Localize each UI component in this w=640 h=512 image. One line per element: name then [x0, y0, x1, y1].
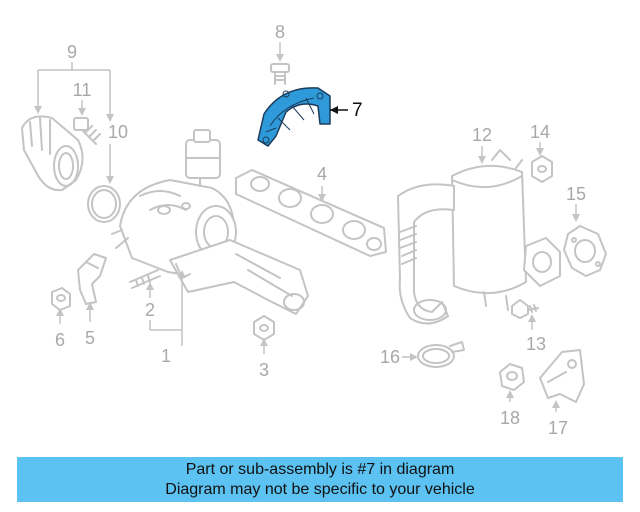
leader-9 — [34, 62, 114, 122]
intake-hose-part-9 — [21, 115, 84, 192]
callout-13: 13 — [526, 334, 546, 354]
banner-line-1: Part or sub-assembly is #7 in diagram — [185, 461, 455, 478]
callout-16: 16 — [380, 347, 400, 367]
parts-diagram: 1 2 3 4 5 6 7 8 9 10 11 12 13 14 15 16 1… — [21, 22, 607, 438]
stud-part-2 — [129, 269, 161, 330]
callout-6: 6 — [55, 330, 65, 350]
callout-3: 3 — [259, 360, 269, 380]
callout-7: 7 — [352, 100, 363, 121]
nut-part-6 — [51, 287, 71, 324]
callout-11: 11 — [73, 80, 92, 100]
callout-2: 2 — [145, 300, 155, 320]
bolt-part-11 — [73, 100, 101, 145]
callout-9: 9 — [67, 42, 77, 62]
catalytic-converter-part-12 — [397, 146, 527, 325]
nut-part-3 — [253, 315, 275, 354]
gasket-part-15 — [563, 204, 607, 277]
bolt-part-8 — [270, 42, 290, 85]
nut-part-18 — [499, 363, 525, 402]
heat-shield-part-7 — [257, 87, 348, 147]
callout-14: 14 — [530, 122, 550, 142]
exhaust-manifold-part-1 — [150, 239, 309, 346]
callout-4: 4 — [317, 164, 327, 184]
nut-part-14 — [531, 142, 553, 183]
o-ring-part-10 — [87, 144, 121, 223]
bracket-part-5 — [77, 253, 107, 322]
callout-8: 8 — [275, 22, 285, 42]
callout-12: 12 — [472, 125, 492, 145]
callout-5: 5 — [85, 328, 95, 348]
callout-15: 15 — [566, 184, 586, 204]
gasket-part-4 — [235, 169, 387, 257]
callout-17: 17 — [548, 418, 568, 438]
callout-10: 10 — [108, 122, 128, 142]
bolt-part-13 — [511, 299, 539, 330]
bracket-part-17 — [539, 349, 585, 412]
banner-line-2: Diagram may not be specific to your vehi… — [165, 481, 475, 498]
callout-18: 18 — [500, 408, 520, 428]
info-banner: Part or sub-assembly is #7 in diagram Di… — [17, 457, 623, 502]
callout-1: 1 — [161, 346, 171, 366]
flange-pipe — [523, 237, 561, 287]
clamp-part-16 — [402, 341, 465, 368]
